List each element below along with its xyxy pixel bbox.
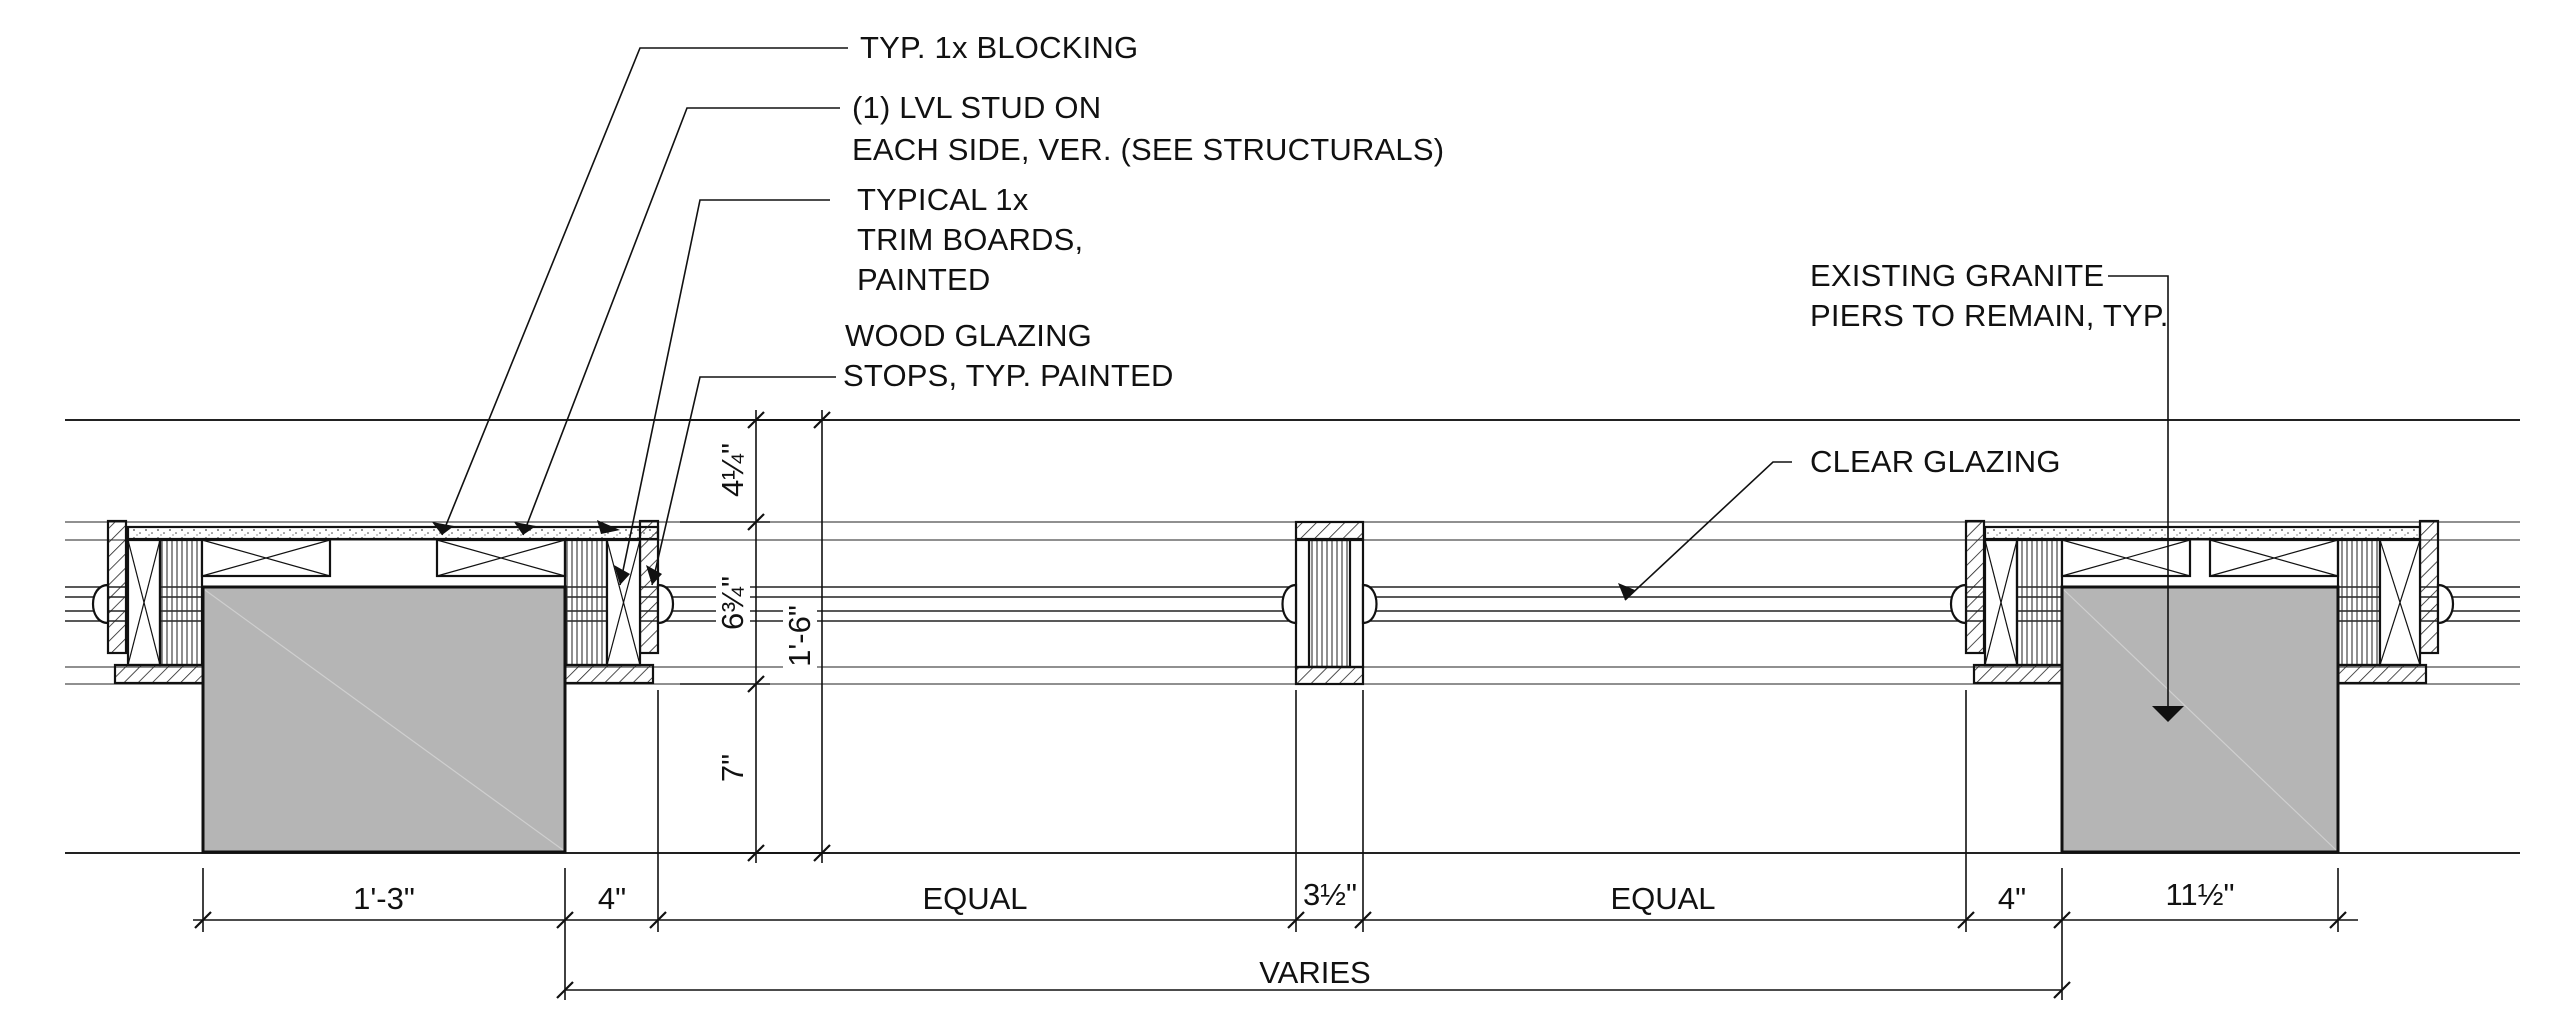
frame-assembly-left: [92, 519, 674, 685]
note-trim-line3: PAINTED: [857, 262, 991, 297]
note-typ-blocking: TYP. 1x BLOCKING: [860, 30, 1139, 65]
dim-frame-height: 6¾": [715, 573, 750, 633]
dim-sill-height: 7": [715, 751, 750, 785]
note-granite-line2: PIERS TO REMAIN, TYP.: [1810, 298, 2169, 333]
leader-arrowheads: [432, 520, 2184, 722]
note-clear-glazing: CLEAR GLAZING: [1810, 444, 2061, 479]
note-trim-line1: TYPICAL 1x: [857, 182, 1029, 217]
note-lvl-stud-line2: EACH SIDE, VER. (SEE STRUCTURALS): [852, 132, 1445, 167]
center-mullion: [1281, 520, 1378, 686]
dim-jamb-right: 4": [1997, 881, 2027, 916]
note-lvl-stud-line1: (1) LVL STUD ON: [852, 90, 1102, 125]
dim-jamb-left: 4": [597, 881, 627, 916]
dim-overall: VARIES: [1259, 955, 1371, 990]
vertical-dimensions: [680, 410, 831, 863]
leader-lines: [441, 47, 2169, 712]
dim-mullion: 3½": [1302, 877, 1358, 912]
note-granite-line1: EXISTING GRANITE: [1810, 258, 2105, 293]
dim-pier-right: 11½": [2165, 877, 2235, 912]
dim-equal-left: EQUAL: [922, 881, 1028, 916]
dim-equal-right: EQUAL: [1610, 881, 1716, 916]
dim-total-height: 1'-6": [782, 603, 817, 669]
note-stops-line1: WOOD GLAZING: [845, 318, 1092, 353]
dim-head-height: 4¼": [715, 440, 750, 500]
horizontal-dimensions: [193, 690, 2358, 1000]
note-trim-line2: TRIM BOARDS,: [857, 222, 1084, 257]
dim-pier-left: 1'-3": [353, 881, 415, 916]
frame-assembly-right: [1950, 519, 2454, 685]
note-stops-line2: STOPS, TYP. PAINTED: [843, 358, 1174, 393]
